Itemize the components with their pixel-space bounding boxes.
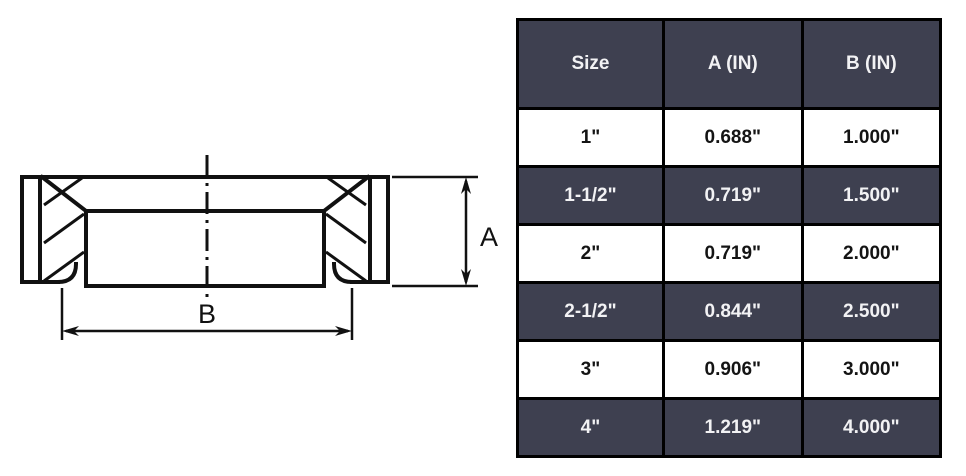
right-section-hatching (325, 176, 367, 283)
left-fillet-arc (55, 261, 79, 285)
ferrule-cross-section-drawing: A B (20, 155, 498, 340)
cell-size: 2-1/2" (516, 281, 665, 342)
table-body: 1" 0.688" 1.000" 1-1/2" 0.719" 1.500" 2"… (516, 107, 943, 458)
cell-a: 0.719" (661, 223, 804, 284)
table-header-row: Size A (IN) B (IN) (516, 18, 943, 110)
table-row: 1" 0.688" 1.000" (516, 107, 943, 168)
cell-size: 1-1/2" (516, 165, 665, 226)
technical-drawing-panel: A B (20, 155, 498, 340)
left-chamfer-line (39, 174, 89, 214)
cell-size: 3" (516, 339, 665, 400)
cell-a: 0.719" (661, 165, 804, 226)
cell-a: 0.844" (661, 281, 804, 342)
part-geometry (20, 174, 390, 288)
cell-a: 0.688" (661, 107, 804, 168)
cell-b: 3.000" (800, 339, 943, 400)
dim-a-arrow-bottom (461, 269, 471, 286)
cell-b: 4.000" (800, 397, 943, 458)
cell-a: 0.906" (661, 339, 804, 400)
table-row: 4" 1.219" 4.000" (516, 397, 943, 458)
table-row: 1-1/2" 0.719" 1.500" (516, 165, 943, 226)
dim-b-arrow-right (335, 326, 352, 336)
dimension-table: Size A (IN) B (IN) 1" 0.688" 1.000" 1-1/… (516, 18, 943, 458)
cell-b: 1.000" (800, 107, 943, 168)
cell-size: 2" (516, 223, 665, 284)
dimension-table-panel: Size A (IN) B (IN) 1" 0.688" 1.000" 1-1/… (516, 18, 943, 458)
column-header-size: Size (516, 18, 665, 110)
dimension-a (392, 175, 478, 288)
column-header-b: B (IN) (800, 18, 943, 110)
cell-b: 2.500" (800, 281, 943, 342)
cell-a: 1.219" (661, 397, 804, 458)
column-header-a: A (IN) (661, 18, 804, 110)
cell-size: 4" (516, 397, 665, 458)
dimension-b (60, 288, 354, 340)
table-row: 2" 0.719" 2.000" (516, 223, 943, 284)
table-row: 2-1/2" 0.844" 2.500" (516, 281, 943, 342)
right-fillet-arc (331, 261, 355, 285)
dim-b-arrow-left (62, 326, 79, 336)
left-section-hatching (43, 176, 85, 283)
table-row: 3" 0.906" 3.000" (516, 339, 943, 400)
right-chamfer-line (321, 174, 371, 214)
cell-size: 1" (516, 107, 665, 168)
dimension-b-label: B (198, 299, 216, 329)
table-header: Size A (IN) B (IN) (516, 18, 943, 110)
cell-b: 2.000" (800, 223, 943, 284)
dimension-a-label: A (480, 222, 498, 252)
cell-b: 1.500" (800, 165, 943, 226)
dim-a-arrow-top (461, 177, 471, 194)
